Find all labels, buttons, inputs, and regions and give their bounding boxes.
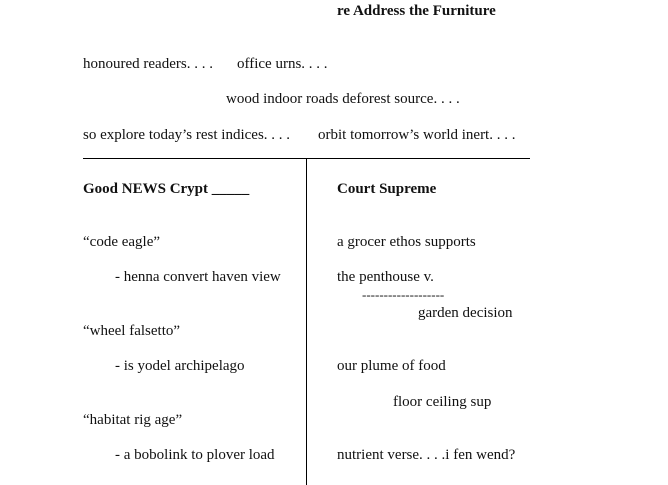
left-column-heading: Good NEWS Crypt _____ — [83, 181, 250, 197]
left-quote-1: “code eagle” — [83, 234, 161, 250]
right-line-6: nutrient verse. . . .i fen wend? — [337, 447, 516, 463]
right-line-4: our plume of food — [337, 358, 446, 374]
left-attribution-3: - a bobolink to plover load — [115, 447, 275, 463]
column-divider — [306, 158, 307, 485]
intro-line-2: wood indoor roads deforest source. . . . — [226, 91, 460, 107]
right-line-5: floor ceiling sup — [393, 394, 492, 410]
right-column-heading: Court Supreme — [337, 181, 437, 197]
intro-line-1b: office urns. . . . — [237, 56, 328, 72]
left-quote-3: “habitat rig age” — [83, 412, 183, 428]
left-quote-2: “wheel falsetto” — [83, 323, 181, 339]
left-attribution-1: - henna convert haven view — [115, 269, 281, 285]
intro-line-1a: honoured readers. . . . — [83, 56, 213, 72]
left-attribution-2: - is yodel archipelago — [115, 358, 245, 374]
intro-line-3b: orbit tomorrow’s world inert. . . . — [318, 127, 516, 143]
right-line-3: garden decision — [418, 305, 513, 321]
right-dashes: ------------------- — [362, 287, 445, 302]
intro-line-3a: so explore today’s rest indices. . . . — [83, 127, 291, 143]
right-line-1: a grocer ethos supports — [337, 234, 476, 250]
page-title: re Address the Furniture — [337, 3, 496, 19]
right-line-2: the penthouse v. — [337, 269, 434, 285]
